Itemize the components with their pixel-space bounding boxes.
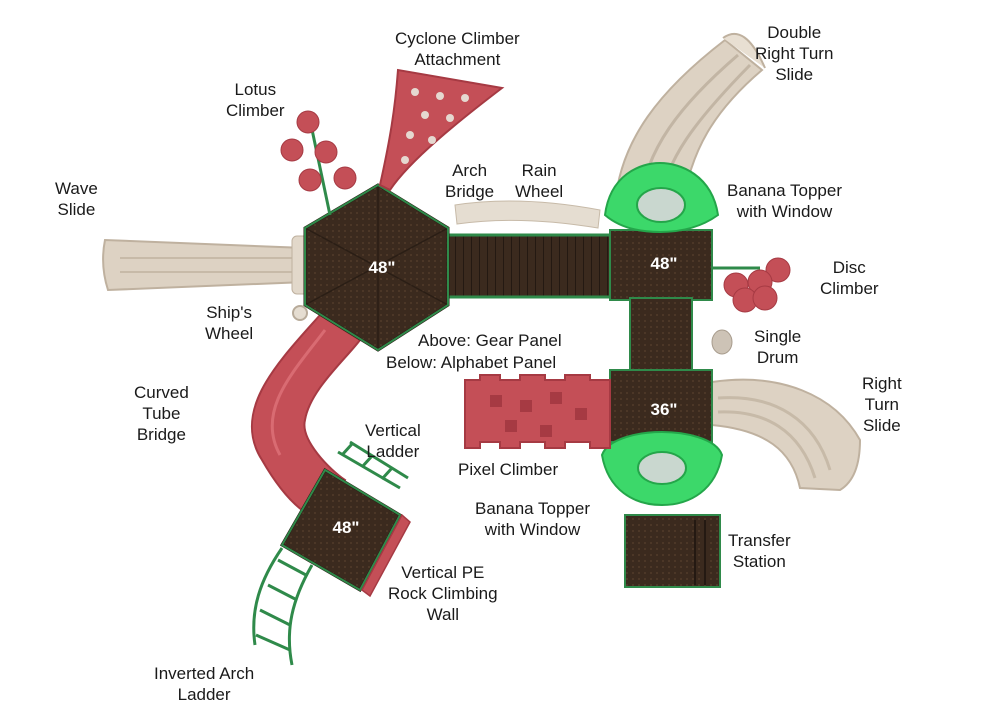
lotus-climber <box>280 110 357 216</box>
right-top-deck <box>609 229 713 301</box>
label-pixel-climber: Pixel Climber <box>458 460 559 479</box>
hex-deck <box>303 183 450 352</box>
disc-climber <box>712 257 791 313</box>
deck-label-lower-left: 48" <box>332 518 360 537</box>
banana-topper-bottom <box>600 430 724 507</box>
ships-wheel <box>292 305 308 321</box>
deck-label-hex: 48" <box>368 258 396 277</box>
lower-left-deck <box>279 467 402 593</box>
right-turn-slide <box>711 378 862 492</box>
right-mid-deck <box>609 369 713 443</box>
single-drum <box>711 329 733 355</box>
banana-topper-top <box>603 161 720 234</box>
connector-walkway <box>629 297 693 374</box>
wave-slide <box>102 235 313 295</box>
rain-wheel <box>454 200 601 229</box>
vertical-ladder <box>337 440 409 490</box>
cyclone-climber-attachment <box>378 68 505 192</box>
pixel-climber <box>464 374 611 449</box>
deck-label-right-mid: 36" <box>650 400 678 419</box>
label-gear-panel: Above: Gear Panel <box>418 331 562 350</box>
inverted-arch-ladder <box>252 547 314 666</box>
deck-label-right-top: 48" <box>650 254 678 273</box>
vertical-pe-rock-wall <box>361 513 411 598</box>
label-alphabet-panel: Below: Alphabet Panel <box>386 353 557 372</box>
transfer-station <box>624 514 721 588</box>
arch-bridge <box>447 233 614 299</box>
